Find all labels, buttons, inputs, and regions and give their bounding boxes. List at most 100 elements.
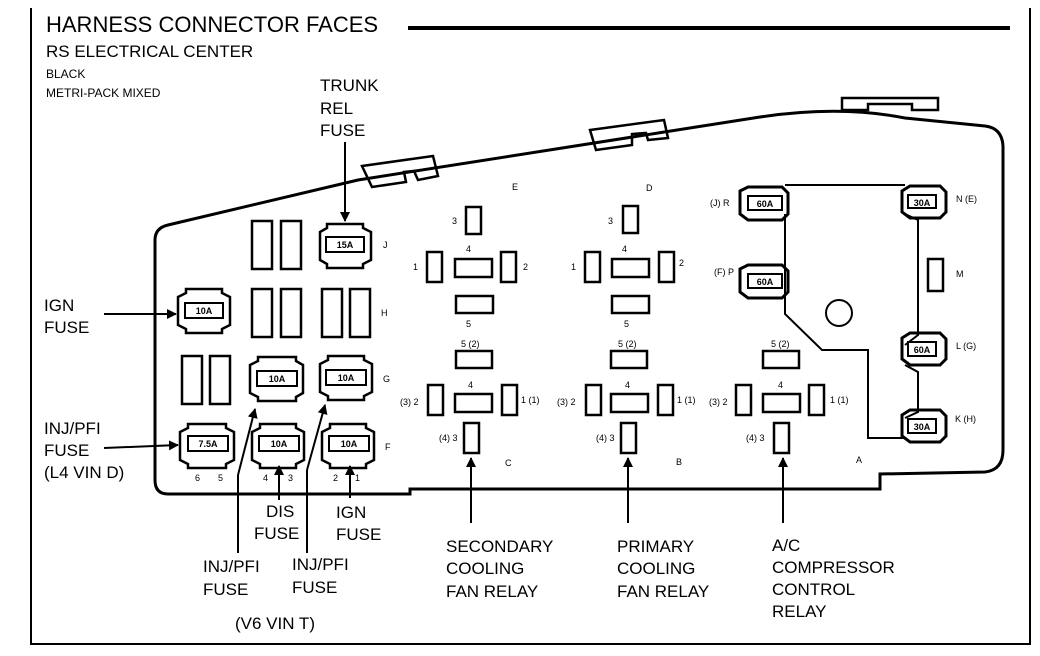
fuse-f1-rating: 7.5A — [198, 439, 218, 449]
relay-b-pin-3: (4) 3 — [596, 433, 615, 443]
relay-b[interactable] — [584, 349, 675, 455]
callout-ac-relay: A/C COMPRESSOR CONTROL RELAY — [772, 536, 900, 621]
relay-b-pin-1: 1 (1) — [677, 395, 696, 405]
relay-b-pin-4: 4 — [625, 380, 630, 390]
relay-d-pin-1: 1 — [571, 262, 576, 272]
relay-letter-a: A — [856, 455, 862, 465]
relay-a-pin-3: (4) 3 — [746, 433, 765, 443]
callout-dis-fuse: DIS FUSE — [254, 502, 299, 543]
maxi-fuse-ne-letter: N (E) — [956, 194, 977, 204]
relay-letter-d: D — [646, 183, 653, 193]
row-letter-j: J — [383, 240, 388, 250]
callout-ign-fuse-left: IGN FUSE — [44, 296, 89, 337]
connector-color: BLACK — [46, 67, 86, 81]
fuse-g2-rating: 10A — [338, 373, 355, 383]
callout-trunk-rel-fuse: TRUNK REL FUSE — [320, 76, 383, 140]
relay-d[interactable] — [583, 204, 676, 315]
fuse-f3[interactable]: 10A — [320, 422, 376, 470]
relay-d-pin-4: 4 — [622, 244, 627, 254]
page-title: HARNESS CONNECTOR FACES — [46, 12, 379, 37]
mini-fuse-slots — [180, 219, 372, 406]
maxi-fuse-fp-letter: (F) P — [714, 267, 734, 277]
maxi-fuse-ne[interactable]: 30A — [900, 184, 948, 220]
mounting-hole — [825, 299, 853, 327]
relay-e-pin-4: 4 — [466, 244, 471, 254]
callout-ign-fuse-bottom: IGN FUSE — [336, 503, 381, 544]
relay-a-pin-2: (3) 2 — [709, 397, 728, 407]
relay-b-pin-2: (3) 2 — [557, 397, 576, 407]
maxi-fuse-kh-letter: K (H) — [955, 414, 976, 424]
callout-secondary-fan-relay: SECONDARY COOLING FAN RELAY — [446, 537, 558, 601]
pin-4: 4 — [263, 473, 268, 483]
maxi-fuse-block-outline — [784, 184, 919, 439]
row-letter-g: G — [383, 374, 390, 384]
row-letter-f: F — [385, 442, 391, 452]
callout-inj-pfi-fuse-1: INJ/PFI FUSE — [203, 557, 264, 599]
fuse-f1[interactable]: 7.5A — [178, 422, 236, 470]
relay-a[interactable] — [734, 349, 826, 455]
relay-e-pin-1: 1 — [413, 262, 418, 272]
relay-c-pin-2: (3) 2 — [400, 397, 419, 407]
maxi-fuse-m[interactable] — [926, 257, 945, 293]
fuse-g1[interactable]: 10A — [248, 355, 305, 403]
relay-letter-c: C — [505, 458, 512, 468]
relay-a-pin-5: 5 (2) — [771, 339, 790, 349]
relay-e-pin-5: 5 — [466, 319, 471, 329]
pin-3: 3 — [288, 473, 293, 483]
fuse-f2[interactable]: 10A — [250, 422, 306, 470]
diagram-frame — [30, 8, 1031, 645]
pin-5: 5 — [218, 473, 223, 483]
callout-v6-vin-t: (V6 VIN T) — [235, 614, 315, 633]
relay-e[interactable] — [425, 205, 518, 315]
relay-d-pin-3: 3 — [608, 216, 613, 226]
relay-c[interactable] — [426, 349, 519, 455]
connector-series: METRI-PACK MIXED — [46, 86, 161, 100]
pin-6: 6 — [195, 473, 200, 483]
relay-letter-b: B — [676, 457, 682, 467]
relay-e-pin-2: 2 — [523, 262, 528, 272]
relay-c-pin-5: 5 (2) — [461, 339, 480, 349]
fuse-f3-rating: 10A — [341, 439, 358, 449]
maxi-fuse-fp[interactable]: 60A — [738, 263, 790, 300]
callout-primary-fan-relay: PRIMARY COOLING FAN RELAY — [617, 537, 709, 601]
relay-a-pin-1: 1 (1) — [830, 395, 849, 405]
pin-1: 1 — [355, 473, 360, 483]
maxi-fuse-jr[interactable]: 60A — [738, 185, 790, 222]
fuse-j[interactable]: 15A — [318, 222, 373, 270]
relay-e-pin-3: 3 — [452, 216, 457, 226]
callout-inj-pfi-fuse-2: INJ/PFI FUSE — [292, 555, 353, 597]
relay-d-pin-2: 2 — [679, 258, 684, 268]
fuse-g1-rating: 10A — [269, 374, 286, 384]
callout-inj-pfi-fuse-l4: INJ/PFI FUSE (L4 VIN D) — [44, 419, 124, 482]
fuse-j-rating: 15A — [337, 240, 354, 250]
fuse-g2[interactable]: 10A — [318, 354, 374, 402]
relay-d-pin-5: 5 — [624, 319, 629, 329]
maxi-fuse-ne-rating: 30A — [914, 198, 931, 208]
relay-b-pin-5: 5 (2) — [618, 339, 637, 349]
relay-a-pin-4: 4 — [778, 380, 783, 390]
maxi-fuse-kh[interactable]: 30A — [900, 408, 948, 444]
header-rule — [408, 26, 1010, 30]
page-subtitle: RS ELECTRICAL CENTER — [46, 42, 254, 61]
maxi-fuse-fp-rating: 60A — [757, 277, 774, 287]
maxi-fuse-lg[interactable]: 60A — [900, 331, 948, 367]
fuse-f2-rating: 10A — [271, 439, 288, 449]
leader-arrows — [103, 142, 788, 553]
relay-c-pin-1: 1 (1) — [521, 395, 540, 405]
relay-c-pin-4: 4 — [468, 380, 473, 390]
pin-2: 2 — [333, 473, 338, 483]
maxi-fuse-kh-rating: 30A — [914, 422, 931, 432]
relay-c-pin-3: (4) 3 — [439, 433, 458, 443]
housing-tabs — [360, 96, 940, 189]
relay-letter-e: E — [512, 182, 518, 192]
maxi-fuse-lg-rating: 60A — [914, 345, 931, 355]
maxi-fuse-lg-letter: L (G) — [956, 341, 976, 351]
maxi-fuse-jr-rating: 60A — [757, 199, 774, 209]
row-letter-h: H — [381, 308, 388, 318]
fuse-ign[interactable]: 10A — [176, 287, 232, 335]
housing-outline — [153, 109, 1005, 496]
fuse-ign-rating: 10A — [196, 306, 213, 316]
maxi-fuse-jr-letter: (J) R — [710, 198, 730, 208]
maxi-fuse-m-letter: M — [956, 269, 964, 279]
